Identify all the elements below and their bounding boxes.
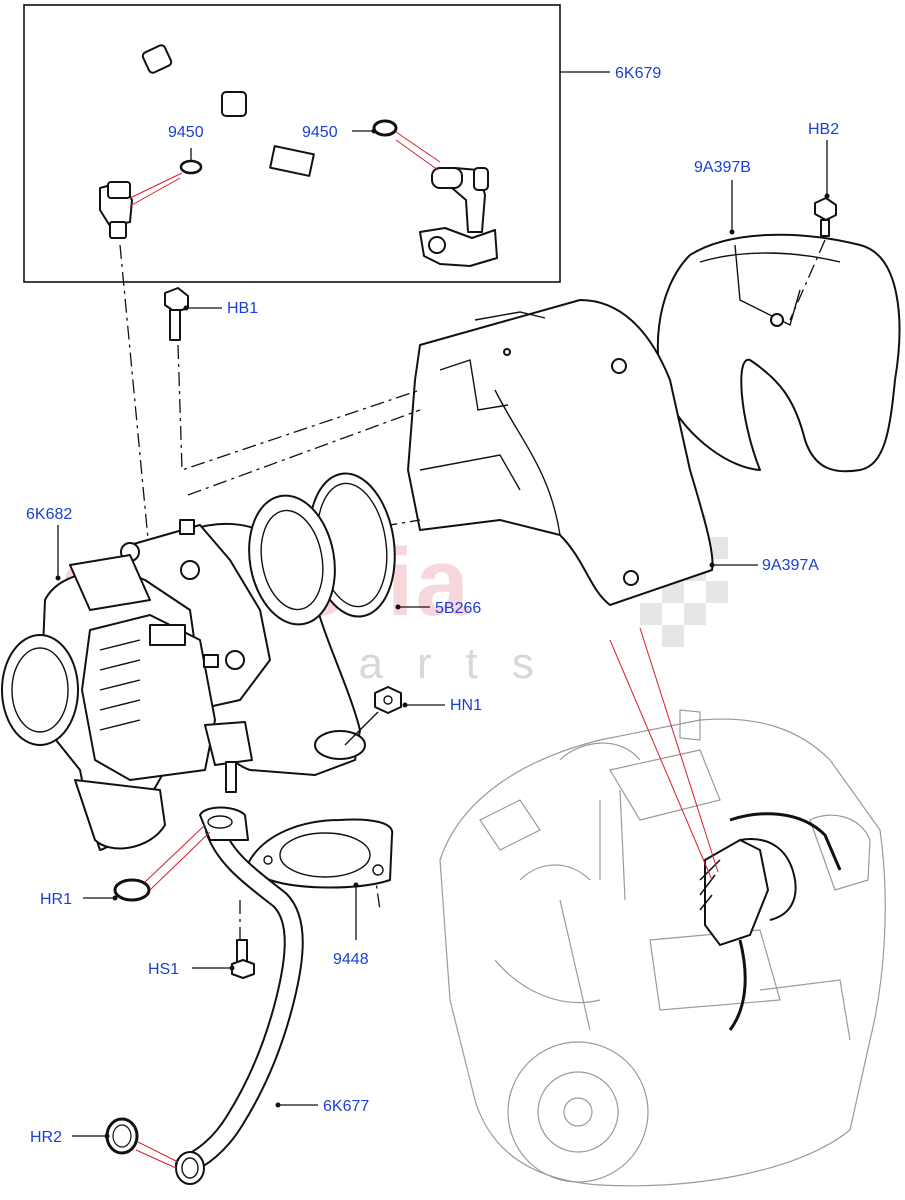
o-ring-left-icon — [179, 159, 203, 175]
o-ring-right-icon — [372, 119, 398, 137]
callout-labels: 6K679 9450 9450 HB2 9A397B HB1 6K682 9A3… — [26, 65, 839, 1146]
label-hs1: HS1 — [148, 961, 179, 978]
label-hb2: HB2 — [808, 121, 839, 138]
nut-hn1 — [344, 686, 445, 746]
o-ring-hr1 — [83, 824, 211, 902]
pipe-assembly-box — [23, 4, 561, 283]
label-9a397a: 9A397A — [762, 557, 819, 574]
label-6k677: 6K677 — [323, 1098, 369, 1115]
turbocharger — [1, 494, 366, 851]
label-9448: 9448 — [333, 951, 369, 968]
label-hr1: HR1 — [40, 891, 72, 908]
engine-locator — [439, 627, 886, 1187]
bolt-hb1 — [164, 287, 222, 341]
oil-return-pipe — [175, 806, 318, 1185]
o-ring-hr2 — [72, 1117, 179, 1169]
label-hn1: HN1 — [450, 697, 482, 714]
label-hb1: HB1 — [227, 300, 258, 317]
label-5b266: 5B266 — [435, 600, 481, 617]
heat-shield-upper — [656, 140, 901, 473]
label-9450-right: 9450 — [302, 124, 338, 141]
bolt-hs1 — [192, 939, 255, 979]
label-hr2: HR2 — [30, 1129, 62, 1146]
label-9450-left: 9450 — [168, 124, 204, 141]
heat-shield-main — [407, 299, 758, 606]
label-6k679: 6K679 — [615, 65, 661, 82]
label-9a397b: 9A397B — [694, 159, 751, 176]
label-6k682: 6K682 — [26, 506, 72, 523]
